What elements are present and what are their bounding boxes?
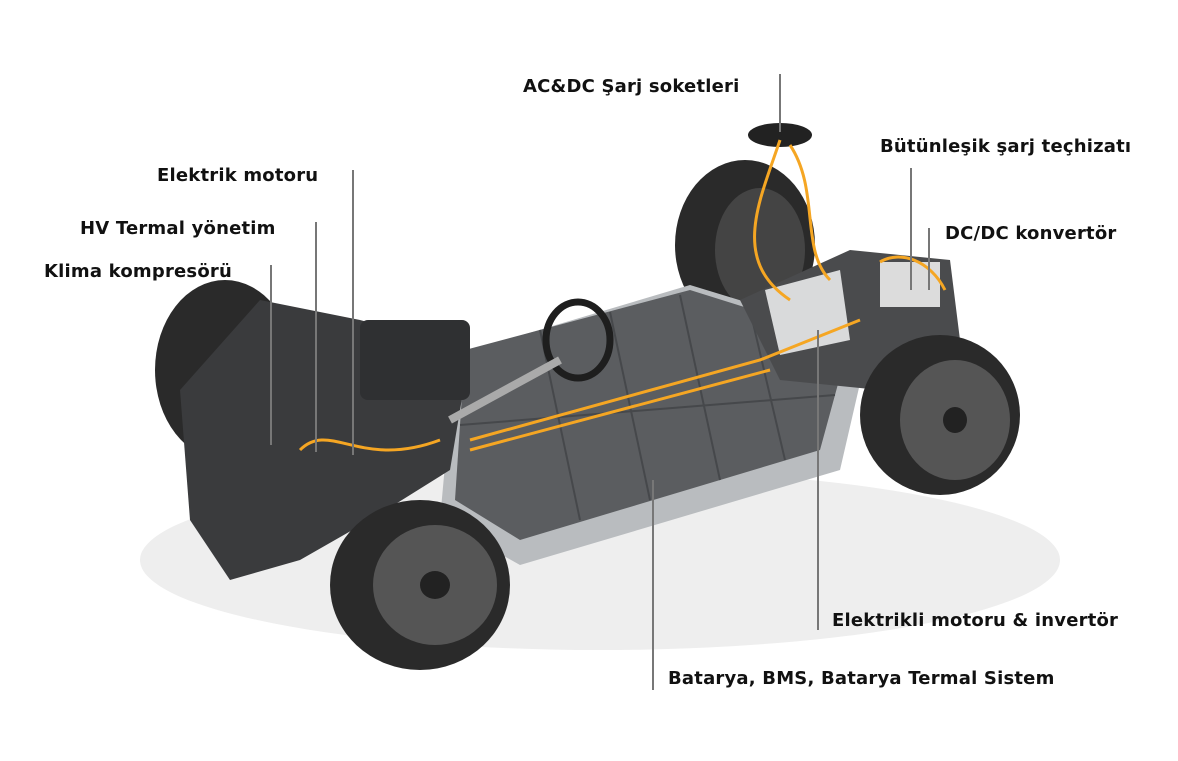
rear-right-wheel xyxy=(860,335,1020,495)
leader-integrated-charger xyxy=(910,168,912,290)
label-dc-dc-converter: DC/DC konvertör xyxy=(945,223,1117,244)
leader-dc-dc xyxy=(928,228,930,290)
label-ac-compressor: Klima kompresörü xyxy=(44,261,233,282)
label-ac-dc-charge-sockets: AC&DC Şarj soketleri xyxy=(523,76,740,97)
steering-column xyxy=(448,356,562,424)
leader-hv-thermal xyxy=(315,222,317,452)
label-integrated-charger: Bütünleşik şarj teçhizatı xyxy=(880,136,1132,157)
label-hv-thermal: HV Termal yönetim xyxy=(80,218,276,239)
steering-wheel xyxy=(542,298,614,382)
label-battery: Batarya, BMS, Batarya Termal Sistem xyxy=(668,668,1055,689)
leader-electric-motor xyxy=(352,170,354,455)
hvac-unit xyxy=(360,320,470,400)
leader-rear-motor xyxy=(817,330,819,630)
battery-pack xyxy=(455,290,850,540)
hv-cables xyxy=(298,139,947,452)
leader-ac-compressor xyxy=(270,265,272,445)
leader-battery xyxy=(652,480,654,690)
leader-ac-dc xyxy=(779,74,781,132)
front-right-wheel xyxy=(330,500,510,670)
label-rear-motor-inverter: Elektrikli motoru & invertör xyxy=(832,610,1119,631)
label-electric-motor: Elektrik motoru xyxy=(157,165,319,186)
charge-socket xyxy=(748,123,812,147)
